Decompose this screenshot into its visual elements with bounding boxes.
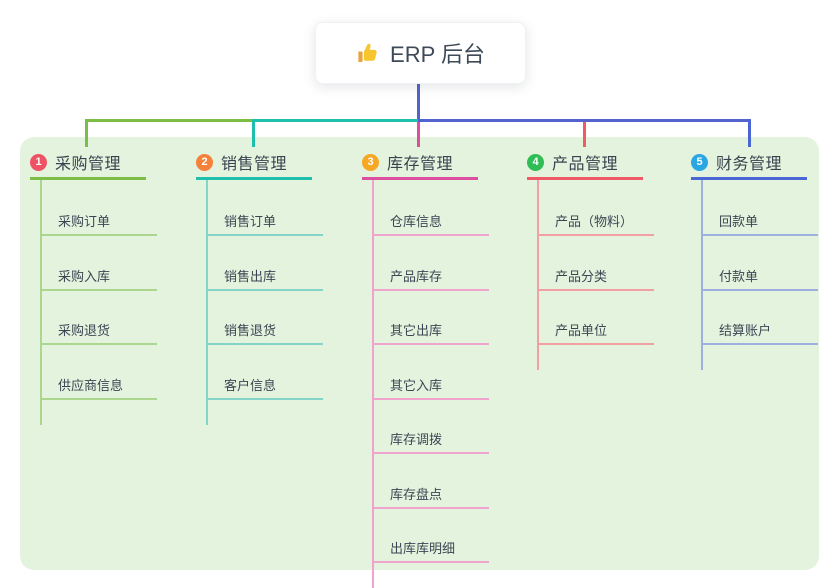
- node-outbound-detail[interactable]: 出库库明细: [372, 531, 489, 563]
- node-other-inbound[interactable]: 其它入库: [372, 368, 489, 400]
- node-stock-taking[interactable]: 库存盘点: [372, 477, 489, 509]
- connector-drop-finance: [748, 119, 751, 147]
- branch-number-badge: 1: [30, 153, 47, 171]
- branch-child-connector: [537, 180, 539, 370]
- connector-root-line: [417, 81, 420, 122]
- branch-number-badge: 3: [362, 153, 379, 171]
- node-product-material[interactable]: 产品（物料）: [537, 204, 654, 236]
- branch-title: 产品管理: [552, 156, 619, 173]
- node-purchase-inbound[interactable]: 采购入库: [40, 259, 157, 291]
- branch-title: 财务管理: [716, 156, 783, 173]
- node-product-stock[interactable]: 产品库存: [372, 259, 489, 291]
- branch-header-inventory[interactable]: 3 库存管理: [362, 147, 478, 180]
- branch-sales: 2 销售管理 销售订单 销售出库 销售退货 客户信息: [196, 147, 323, 425]
- branch-header-product[interactable]: 4 产品管理: [527, 147, 643, 180]
- node-payment-doc[interactable]: 付款单: [701, 259, 818, 291]
- root-title: ERP 后台: [390, 42, 485, 67]
- node-settlement-account[interactable]: 结算账户: [701, 313, 818, 345]
- node-receipt-doc[interactable]: 回款单: [701, 204, 818, 236]
- node-stock-transfer[interactable]: 库存调拨: [372, 422, 489, 454]
- branch-title: 库存管理: [387, 156, 454, 173]
- branch-finance: 5 财务管理 回款单 付款单 结算账户: [691, 147, 818, 370]
- branch-header-sales[interactable]: 2 销售管理: [196, 147, 312, 180]
- branch-number-badge: 2: [196, 153, 213, 171]
- branch-header-purchase[interactable]: 1 采购管理: [30, 147, 146, 180]
- branch-title: 采购管理: [55, 156, 122, 173]
- connector-bus-left: [85, 119, 254, 122]
- connector-bus-mid: [252, 119, 420, 122]
- connector-drop-product: [583, 122, 586, 147]
- branch-number-badge: 4: [527, 153, 544, 171]
- node-sales-outbound[interactable]: 销售出库: [206, 259, 323, 291]
- thumbs-up-icon: [356, 41, 381, 66]
- connector-bus-right: [418, 119, 751, 122]
- root-node[interactable]: ERP 后台: [315, 22, 526, 84]
- branch-product: 4 产品管理 产品（物料） 产品分类 产品单位: [527, 147, 654, 370]
- branch-child-connector: [372, 180, 374, 588]
- node-product-category[interactable]: 产品分类: [537, 259, 654, 291]
- node-sales-return[interactable]: 销售退货: [206, 313, 323, 345]
- node-purchase-return[interactable]: 采购退货: [40, 313, 157, 345]
- node-product-unit[interactable]: 产品单位: [537, 313, 654, 345]
- branch-inventory: 3 库存管理 仓库信息 产品库存 其它出库 其它入库 库存调拨 库存盘点 出库库…: [362, 147, 489, 588]
- node-customer-info[interactable]: 客户信息: [206, 368, 323, 400]
- node-purchase-order[interactable]: 采购订单: [40, 204, 157, 236]
- branch-purchase: 1 采购管理 采购订单 采购入库 采购退货 供应商信息: [30, 147, 157, 425]
- node-supplier-info[interactable]: 供应商信息: [40, 368, 157, 400]
- branch-child-connector: [206, 180, 208, 425]
- node-sales-order[interactable]: 销售订单: [206, 204, 323, 236]
- connector-drop-sales: [252, 119, 255, 147]
- connector-drop-inventory: [417, 122, 420, 147]
- branches-panel: [20, 137, 819, 570]
- branch-title: 销售管理: [221, 156, 288, 173]
- branch-header-finance[interactable]: 5 财务管理: [691, 147, 807, 180]
- connector-drop-purchase: [85, 119, 88, 147]
- branch-child-connector: [40, 180, 42, 425]
- node-warehouse-info[interactable]: 仓库信息: [372, 204, 489, 236]
- branch-child-connector: [701, 180, 703, 370]
- node-other-outbound[interactable]: 其它出库: [372, 313, 489, 345]
- branch-number-badge: 5: [691, 153, 708, 171]
